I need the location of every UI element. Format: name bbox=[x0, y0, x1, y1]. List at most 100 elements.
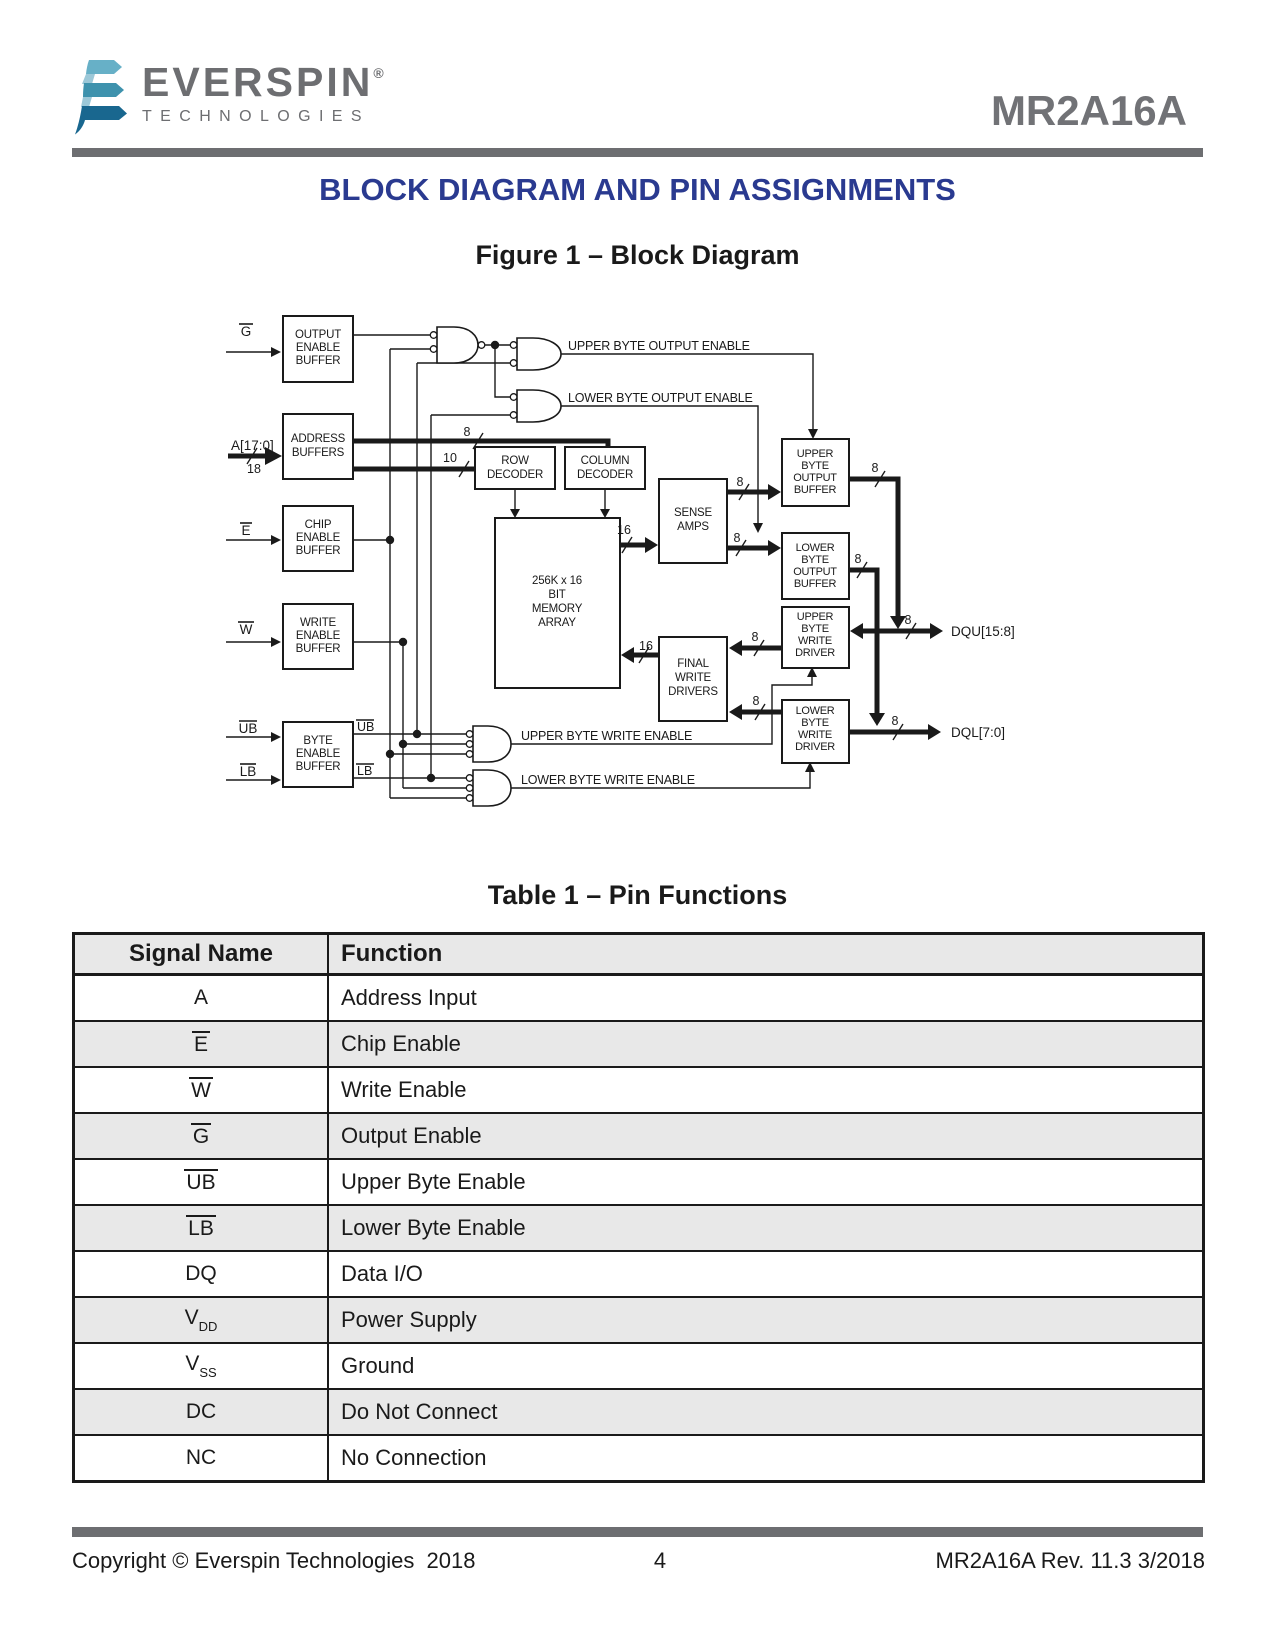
signal-name: DQ bbox=[185, 1262, 217, 1285]
svg-text:ENABLE: ENABLE bbox=[296, 342, 341, 354]
lower-byte-output-enable-label: LOWER BYTE OUTPUT ENABLE bbox=[568, 391, 753, 405]
g-input-label: G bbox=[241, 324, 252, 339]
byte-enable-buffer-box: BYTE ENABLE BUFFER bbox=[282, 721, 354, 788]
memory-array-box: 256K x 16 BIT MEMORY ARRAY bbox=[494, 517, 621, 689]
table-row: DC Do Not Connect bbox=[72, 1388, 1205, 1436]
everspin-logo-icon bbox=[75, 60, 127, 135]
svg-text:ROW: ROW bbox=[501, 455, 529, 467]
svg-text:BUFFER: BUFFER bbox=[296, 643, 341, 655]
svg-text:UPPER: UPPER bbox=[797, 611, 834, 623]
table-row: LB Lower Byte Enable bbox=[72, 1204, 1205, 1252]
signal-name: V bbox=[184, 1306, 199, 1329]
svg-text:BIT: BIT bbox=[548, 589, 565, 601]
svg-text:OUTPUT: OUTPUT bbox=[793, 472, 837, 484]
chip-enable-buffer-box: CHIP ENABLE BUFFER bbox=[282, 505, 354, 572]
function-header: Function bbox=[327, 932, 1205, 976]
diagram-wires bbox=[226, 334, 814, 799]
svg-text:8: 8 bbox=[855, 552, 862, 566]
and-gate-lower-byte-write-enable bbox=[465, 769, 512, 807]
svg-text:BUFFER: BUFFER bbox=[296, 355, 341, 367]
signal-subscript: DD bbox=[198, 1319, 218, 1334]
upper-byte-output-enable-label: UPPER BYTE OUTPUT ENABLE bbox=[568, 339, 750, 353]
table-row: DQ Data I/O bbox=[72, 1250, 1205, 1298]
svg-text:WRITE: WRITE bbox=[300, 617, 337, 629]
svg-text:FINAL: FINAL bbox=[677, 658, 709, 670]
signal-name: NC bbox=[185, 1446, 217, 1469]
pin-functions-table: Signal Name Function A Address Input E C… bbox=[72, 932, 1205, 1483]
svg-text:BYTE: BYTE bbox=[801, 554, 829, 566]
svg-text:ARRAY: ARRAY bbox=[538, 617, 576, 629]
svg-text:LOWER: LOWER bbox=[796, 705, 835, 717]
final-write-drivers-box: FINAL WRITE DRIVERS bbox=[658, 636, 728, 722]
svg-text:BUFFER: BUFFER bbox=[794, 484, 837, 496]
diagram-junction-dots bbox=[385, 340, 500, 783]
table-row: E Chip Enable bbox=[72, 1020, 1205, 1068]
section-heading: BLOCK DIAGRAM AND PIN ASSIGNMENTS bbox=[319, 172, 956, 207]
write-enable-buffer-box: WRITE ENABLE BUFFER bbox=[282, 603, 354, 670]
output-enable-buffer-box: OUTPUT ENABLE BUFFER bbox=[282, 315, 354, 383]
svg-text:MEMORY: MEMORY bbox=[532, 603, 583, 615]
signal-function: No Connection bbox=[327, 1434, 1205, 1483]
header-rule bbox=[72, 148, 1203, 157]
w-input-label: W bbox=[240, 622, 253, 637]
address-input-label: A[17:0] bbox=[231, 438, 274, 453]
svg-text:WRITE: WRITE bbox=[798, 729, 832, 741]
svg-text:COLUMN: COLUMN bbox=[581, 455, 630, 467]
svg-text:SENSE: SENSE bbox=[674, 507, 713, 519]
svg-text:BYTE: BYTE bbox=[303, 735, 333, 747]
footer-rule bbox=[72, 1527, 1203, 1537]
signal-function: Ground bbox=[327, 1342, 1205, 1390]
svg-text:8: 8 bbox=[872, 461, 879, 475]
registered-mark: ® bbox=[373, 65, 384, 81]
table-row: G Output Enable bbox=[72, 1112, 1205, 1160]
svg-text:8: 8 bbox=[464, 425, 471, 439]
address-width-label: 18 bbox=[247, 462, 261, 476]
table-row: W Write Enable bbox=[72, 1066, 1205, 1114]
signal-function: Upper Byte Enable bbox=[327, 1158, 1205, 1206]
signal-subscript: SS bbox=[199, 1365, 217, 1380]
svg-text:8: 8 bbox=[892, 714, 899, 728]
svg-text:WRITE: WRITE bbox=[798, 635, 832, 647]
column-decoder-box: COLUMN DECODER bbox=[564, 446, 646, 490]
svg-text:DECODER: DECODER bbox=[487, 469, 543, 481]
ub-net-label: UB bbox=[357, 720, 374, 734]
signal-name-header: Signal Name bbox=[72, 932, 329, 976]
svg-text:ADDRESS: ADDRESS bbox=[291, 433, 346, 445]
svg-text:DRIVER: DRIVER bbox=[795, 741, 835, 753]
sense-amps-box: SENSE AMPS bbox=[658, 478, 728, 564]
buffer-output-labels: UB LB bbox=[356, 719, 374, 778]
upper-byte-write-driver-box: UPPER BYTE WRITE DRIVER bbox=[781, 606, 850, 669]
lower-byte-write-driver-box: LOWER BYTE WRITE DRIVER bbox=[781, 699, 850, 764]
everspin-logo-text: EVERSPIN® TECHNOLOGIES bbox=[142, 62, 384, 125]
signal-name: LB bbox=[186, 1215, 216, 1240]
table-row: VSS Ground bbox=[72, 1342, 1205, 1390]
signal-name: V bbox=[185, 1352, 200, 1375]
signal-name: DC bbox=[185, 1400, 217, 1423]
table-caption: Table 1 – Pin Functions bbox=[487, 880, 788, 910]
svg-text:BUFFERS: BUFFERS bbox=[292, 447, 345, 459]
and-gate-upper-byte-output-enable bbox=[509, 337, 562, 371]
signal-name: UB bbox=[184, 1169, 218, 1194]
svg-text:10: 10 bbox=[443, 451, 457, 465]
svg-text:DRIVER: DRIVER bbox=[795, 647, 835, 659]
svg-text:UPPER: UPPER bbox=[797, 448, 834, 460]
dql-pin-label: DQL[7:0] bbox=[951, 725, 1005, 740]
row-decoder-box: ROW DECODER bbox=[474, 446, 556, 490]
svg-text:BYTE: BYTE bbox=[801, 717, 829, 729]
logo-wordmark: EVERSPIN bbox=[142, 59, 374, 105]
lower-byte-write-enable-label: LOWER BYTE WRITE ENABLE bbox=[521, 773, 695, 787]
input-pin-labels: G A[17:0] 18 E W UB LB bbox=[231, 323, 274, 779]
signal-function: Do Not Connect bbox=[327, 1388, 1205, 1436]
signal-function: Power Supply bbox=[327, 1296, 1205, 1344]
svg-text:8: 8 bbox=[753, 694, 760, 708]
svg-text:BUFFER: BUFFER bbox=[296, 545, 341, 557]
lb-net-label: LB bbox=[357, 764, 372, 778]
and-gate-lower-byte-output-enable bbox=[509, 389, 562, 423]
footer-page-number: 4 bbox=[653, 1548, 667, 1573]
footer-revision: MR2A16A Rev. 11.3 3/2018 bbox=[935, 1548, 1205, 1573]
signal-name: E bbox=[191, 1031, 210, 1056]
bus-width-labels: 8 10 16 8 8 8 8 8 8 16 8 8 bbox=[443, 425, 911, 728]
svg-text:ENABLE: ENABLE bbox=[296, 630, 341, 642]
svg-text:BUFFER: BUFFER bbox=[296, 761, 341, 773]
